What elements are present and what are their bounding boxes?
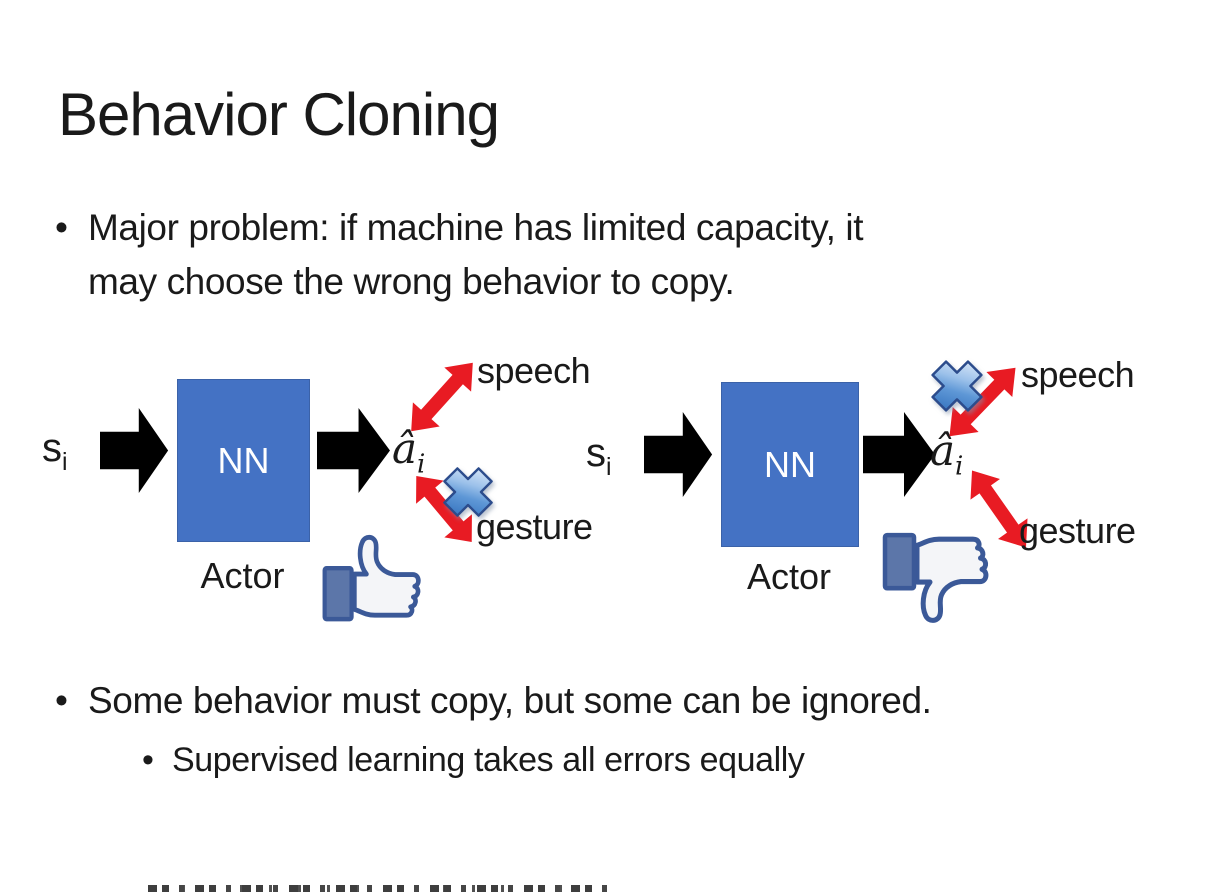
state-input-label: si bbox=[586, 431, 612, 480]
bullet-major-problem: • Major problem: if machine has limited … bbox=[55, 201, 864, 309]
gesture-label: gesture bbox=[476, 506, 593, 547]
bullet-line-2: may choose the wrong behavior to copy. bbox=[88, 261, 735, 302]
actor-label: Actor bbox=[200, 555, 285, 596]
gesture-double-arrow-icon bbox=[970, 470, 1028, 548]
bullet-supervised-learning: • Supervised learning takes all errors e… bbox=[142, 736, 805, 784]
nn-label: NN bbox=[217, 439, 270, 481]
block-arrow-icon bbox=[317, 407, 390, 494]
nn-box: NN bbox=[721, 382, 859, 547]
bullet-line: Some behavior must copy, but some can be… bbox=[88, 680, 932, 721]
subscript: i bbox=[606, 454, 612, 481]
clipped-text-strip bbox=[148, 885, 616, 892]
block-arrow-icon bbox=[863, 411, 935, 498]
bullet-marker: • bbox=[142, 741, 154, 779]
block-arrow-icon bbox=[100, 407, 169, 494]
subscript: i bbox=[62, 449, 68, 476]
state-symbol: s bbox=[42, 426, 62, 470]
speech-double-arrow-icon bbox=[411, 362, 473, 432]
subscript: i bbox=[417, 449, 426, 480]
block-arrow-icon bbox=[644, 411, 713, 498]
bullet-line-1: Major problem: if machine has limited ca… bbox=[88, 207, 864, 248]
predicted-action-label: âi bbox=[930, 426, 963, 479]
nn-box: NN bbox=[177, 379, 310, 542]
subscript: i bbox=[955, 451, 964, 482]
action-symbol: â bbox=[392, 424, 418, 473]
nn-label: NN bbox=[764, 443, 816, 485]
cross-mark-icon bbox=[443, 467, 493, 517]
actor-label: Actor bbox=[746, 556, 832, 597]
speech-label: speech bbox=[477, 350, 591, 391]
page-title: Behavior Cloning bbox=[58, 81, 500, 149]
bullet-line: Supervised learning takes all errors equ… bbox=[172, 741, 805, 779]
bullet-text: Major problem: if machine has limited ca… bbox=[88, 201, 864, 309]
thumbs-up-icon bbox=[322, 534, 421, 622]
bullet-marker: • bbox=[55, 207, 68, 248]
gesture-double-arrow-icon bbox=[416, 475, 472, 543]
predicted-action-label: âi bbox=[392, 424, 425, 477]
state-input-label: si bbox=[42, 426, 68, 475]
state-symbol: s bbox=[586, 431, 606, 475]
gesture-label: gesture bbox=[1019, 510, 1136, 551]
thumbs-down-icon bbox=[882, 532, 989, 623]
bullet-marker: • bbox=[55, 680, 68, 721]
cross-mark-icon bbox=[931, 360, 983, 412]
speech-double-arrow-icon bbox=[949, 367, 1016, 437]
bullet-some-behavior: • Some behavior must copy, but some can … bbox=[55, 674, 932, 728]
speech-label: speech bbox=[1021, 354, 1135, 395]
